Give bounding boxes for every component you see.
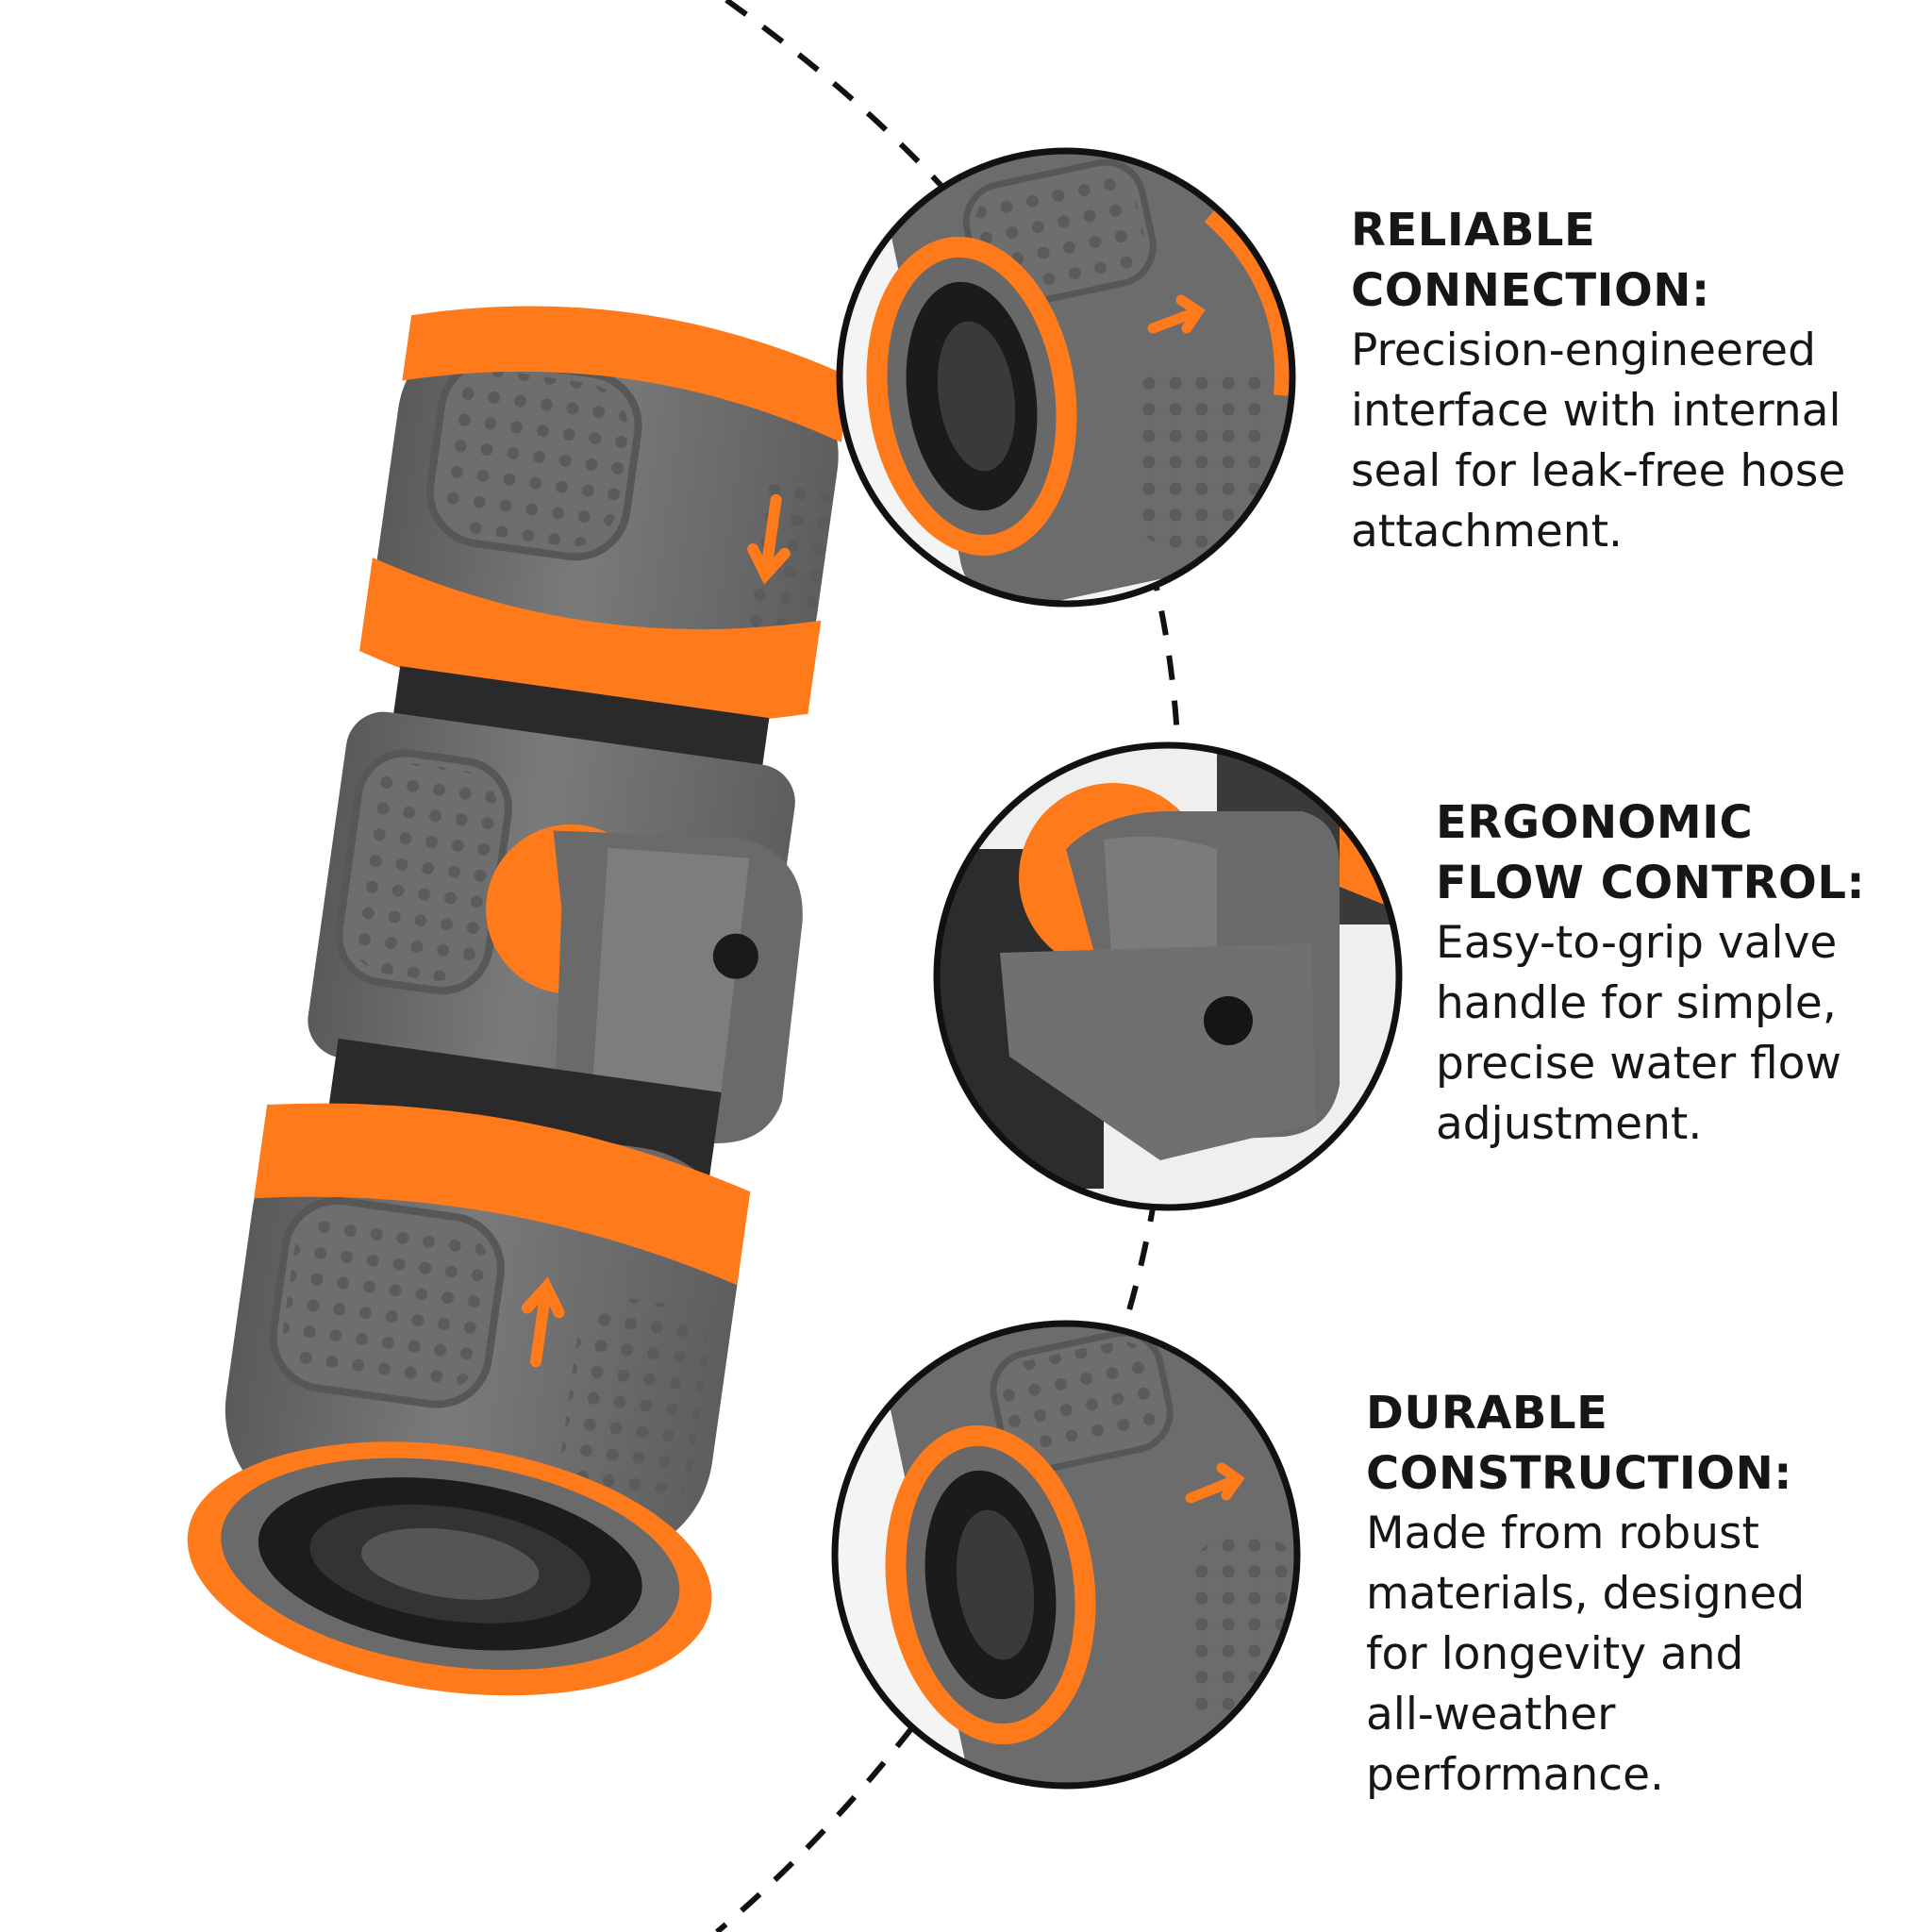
valve-body (308, 711, 803, 1143)
feature-description: Made from robust materials, designed for… (1366, 1507, 1806, 1801)
hose-connector (187, 306, 851, 1696)
feature-ergonomic-flow-control: ERGONOMIC FLOW CONTROL: Easy-to-grip val… (1436, 792, 1865, 1155)
detail-circle-connection (836, 147, 1296, 608)
feature-title: DURABLE CONSTRUCTION: (1366, 1387, 1792, 1500)
feature-durable-construction: DURABLE CONSTRUCTION: Made from robust m… (1366, 1383, 1805, 1806)
detail-circle-construction (831, 1320, 1301, 1790)
detail-circle-valve (933, 741, 1403, 1211)
feature-reliable-connection: RELIABLE CONNECTION: Precision-engineere… (1351, 200, 1845, 562)
lower-fitting (187, 1103, 751, 1696)
feature-title: RELIABLE CONNECTION: (1351, 204, 1710, 317)
feature-description: Precision-engineered interface with inte… (1351, 325, 1846, 558)
feature-description: Easy-to-grip valve handle for simple, pr… (1436, 917, 1841, 1150)
feature-title: ERGONOMIC FLOW CONTROL: (1436, 796, 1866, 909)
